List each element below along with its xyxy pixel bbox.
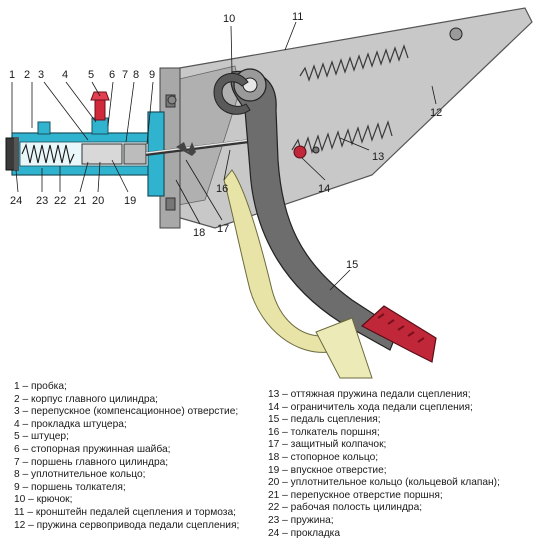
mount-bolt-bottom (165, 197, 176, 211)
callout-16: 16 (216, 183, 228, 195)
callout-14: 14 (318, 183, 330, 195)
travel-stop-bolt (312, 146, 320, 154)
callout-11: 11 (292, 11, 303, 23)
legend-item: 15 – педаль сцепления; (268, 414, 381, 426)
brake-pedal-pad (315, 317, 373, 379)
legend-item: 10 – крючок; (14, 494, 73, 506)
callout-1: 1 (9, 69, 15, 81)
callout-24: 24 (10, 195, 22, 207)
clutch-pedal-pad (360, 305, 437, 363)
cylinder-spring (21, 143, 75, 165)
legend-item: 12 – пружина сервопривода педали сцеплен… (14, 519, 240, 531)
pusher-piston (123, 143, 147, 165)
callout-17: 17 (217, 223, 229, 235)
legend-item: 18 – стопорное кольцо; (268, 451, 379, 463)
legend-item: 22 – рабочая полость цилиндра; (268, 502, 423, 514)
legend-item: 17 – защитный колпачок; (268, 439, 387, 451)
push-rod-highlight (145, 138, 259, 154)
clutch-pedal-diagram: 1 2 3 4 5 6 7 8 9 10 11 12 13 14 15 16 1… (5, 7, 533, 379)
leader-lines (11, 21, 437, 291)
pad-ribs (377, 313, 425, 343)
callout-15: 15 (346, 259, 358, 271)
legend-item: 2 – корпус главного цилиндра; (14, 393, 159, 405)
callout-21: 21 (74, 195, 86, 207)
legend-item: 11 – кронштейн педалей сцепления и тормо… (14, 506, 236, 518)
top-boss (37, 121, 51, 135)
hook (213, 72, 251, 115)
servo-spring (299, 44, 409, 82)
legend-item: 16 – толкатель поршня; (268, 426, 380, 438)
master-piston (81, 143, 123, 165)
legend-right-column: 13 – оттяжная пружина педали сцепления; … (268, 389, 500, 540)
callout-9: 9 (149, 69, 155, 81)
legend-item: 1 – пробка; (14, 381, 67, 392)
legend-item: 20 – уплотнительное кольцо (кольцевой кл… (268, 477, 500, 489)
callout-4: 4 (62, 69, 68, 81)
legend-item: 4 – прокладка штуцера; (14, 418, 127, 430)
callout-19: 19 (124, 195, 136, 207)
legend-item: 24 – прокладка (268, 527, 340, 539)
callout-8: 8 (133, 69, 139, 81)
bracket-bolt (167, 95, 177, 105)
legend-left-column: 1 – пробка; 2 – корпус главного цилиндра… (14, 381, 239, 532)
legend-item: 8 – уплотнительное кольцо; (14, 469, 146, 481)
legend-item: 5 – штуцер; (14, 431, 69, 443)
callout-7: 7 (122, 69, 128, 81)
legend-item: 21 – перепускное отверстие поршня; (268, 489, 443, 501)
callout-6: 6 (109, 69, 115, 81)
pedal-travel-stop (293, 145, 307, 159)
fitting-connector (94, 97, 106, 121)
callout-5: 5 (88, 69, 94, 81)
legend-item: 14 – ограничитель хода педали сцепления; (268, 401, 473, 413)
callout-20: 20 (92, 195, 104, 207)
callout-2: 2 (24, 69, 30, 81)
legend-item: 19 – впускное отверстие; (268, 464, 387, 476)
return-spring (291, 120, 393, 156)
legend-item: 23 – пружина; (268, 514, 334, 526)
gasket (14, 137, 19, 171)
callout-23: 23 (36, 195, 48, 207)
callout-13: 13 (372, 151, 384, 163)
callout-3: 3 (38, 69, 44, 81)
legend-item: 7 – поршень главного цилиндра; (14, 456, 169, 468)
legend-item: 3 – перепускное (компенсационное) отверс… (14, 406, 239, 418)
callout-22: 22 (54, 195, 66, 207)
protective-boot (176, 142, 196, 156)
legend-item: 13 – оттяжная пружина педали сцепления; (268, 389, 471, 400)
push-rod (145, 138, 259, 156)
callout-12: 12 (430, 107, 442, 119)
legend-item: 9 – поршень толкателя; (14, 481, 126, 493)
callout-10: 10 (223, 13, 235, 25)
callout-18: 18 (193, 227, 205, 239)
legend-item: 6 – стопорная пружинная шайба; (14, 443, 171, 455)
servo-spring-anchor (449, 27, 463, 41)
